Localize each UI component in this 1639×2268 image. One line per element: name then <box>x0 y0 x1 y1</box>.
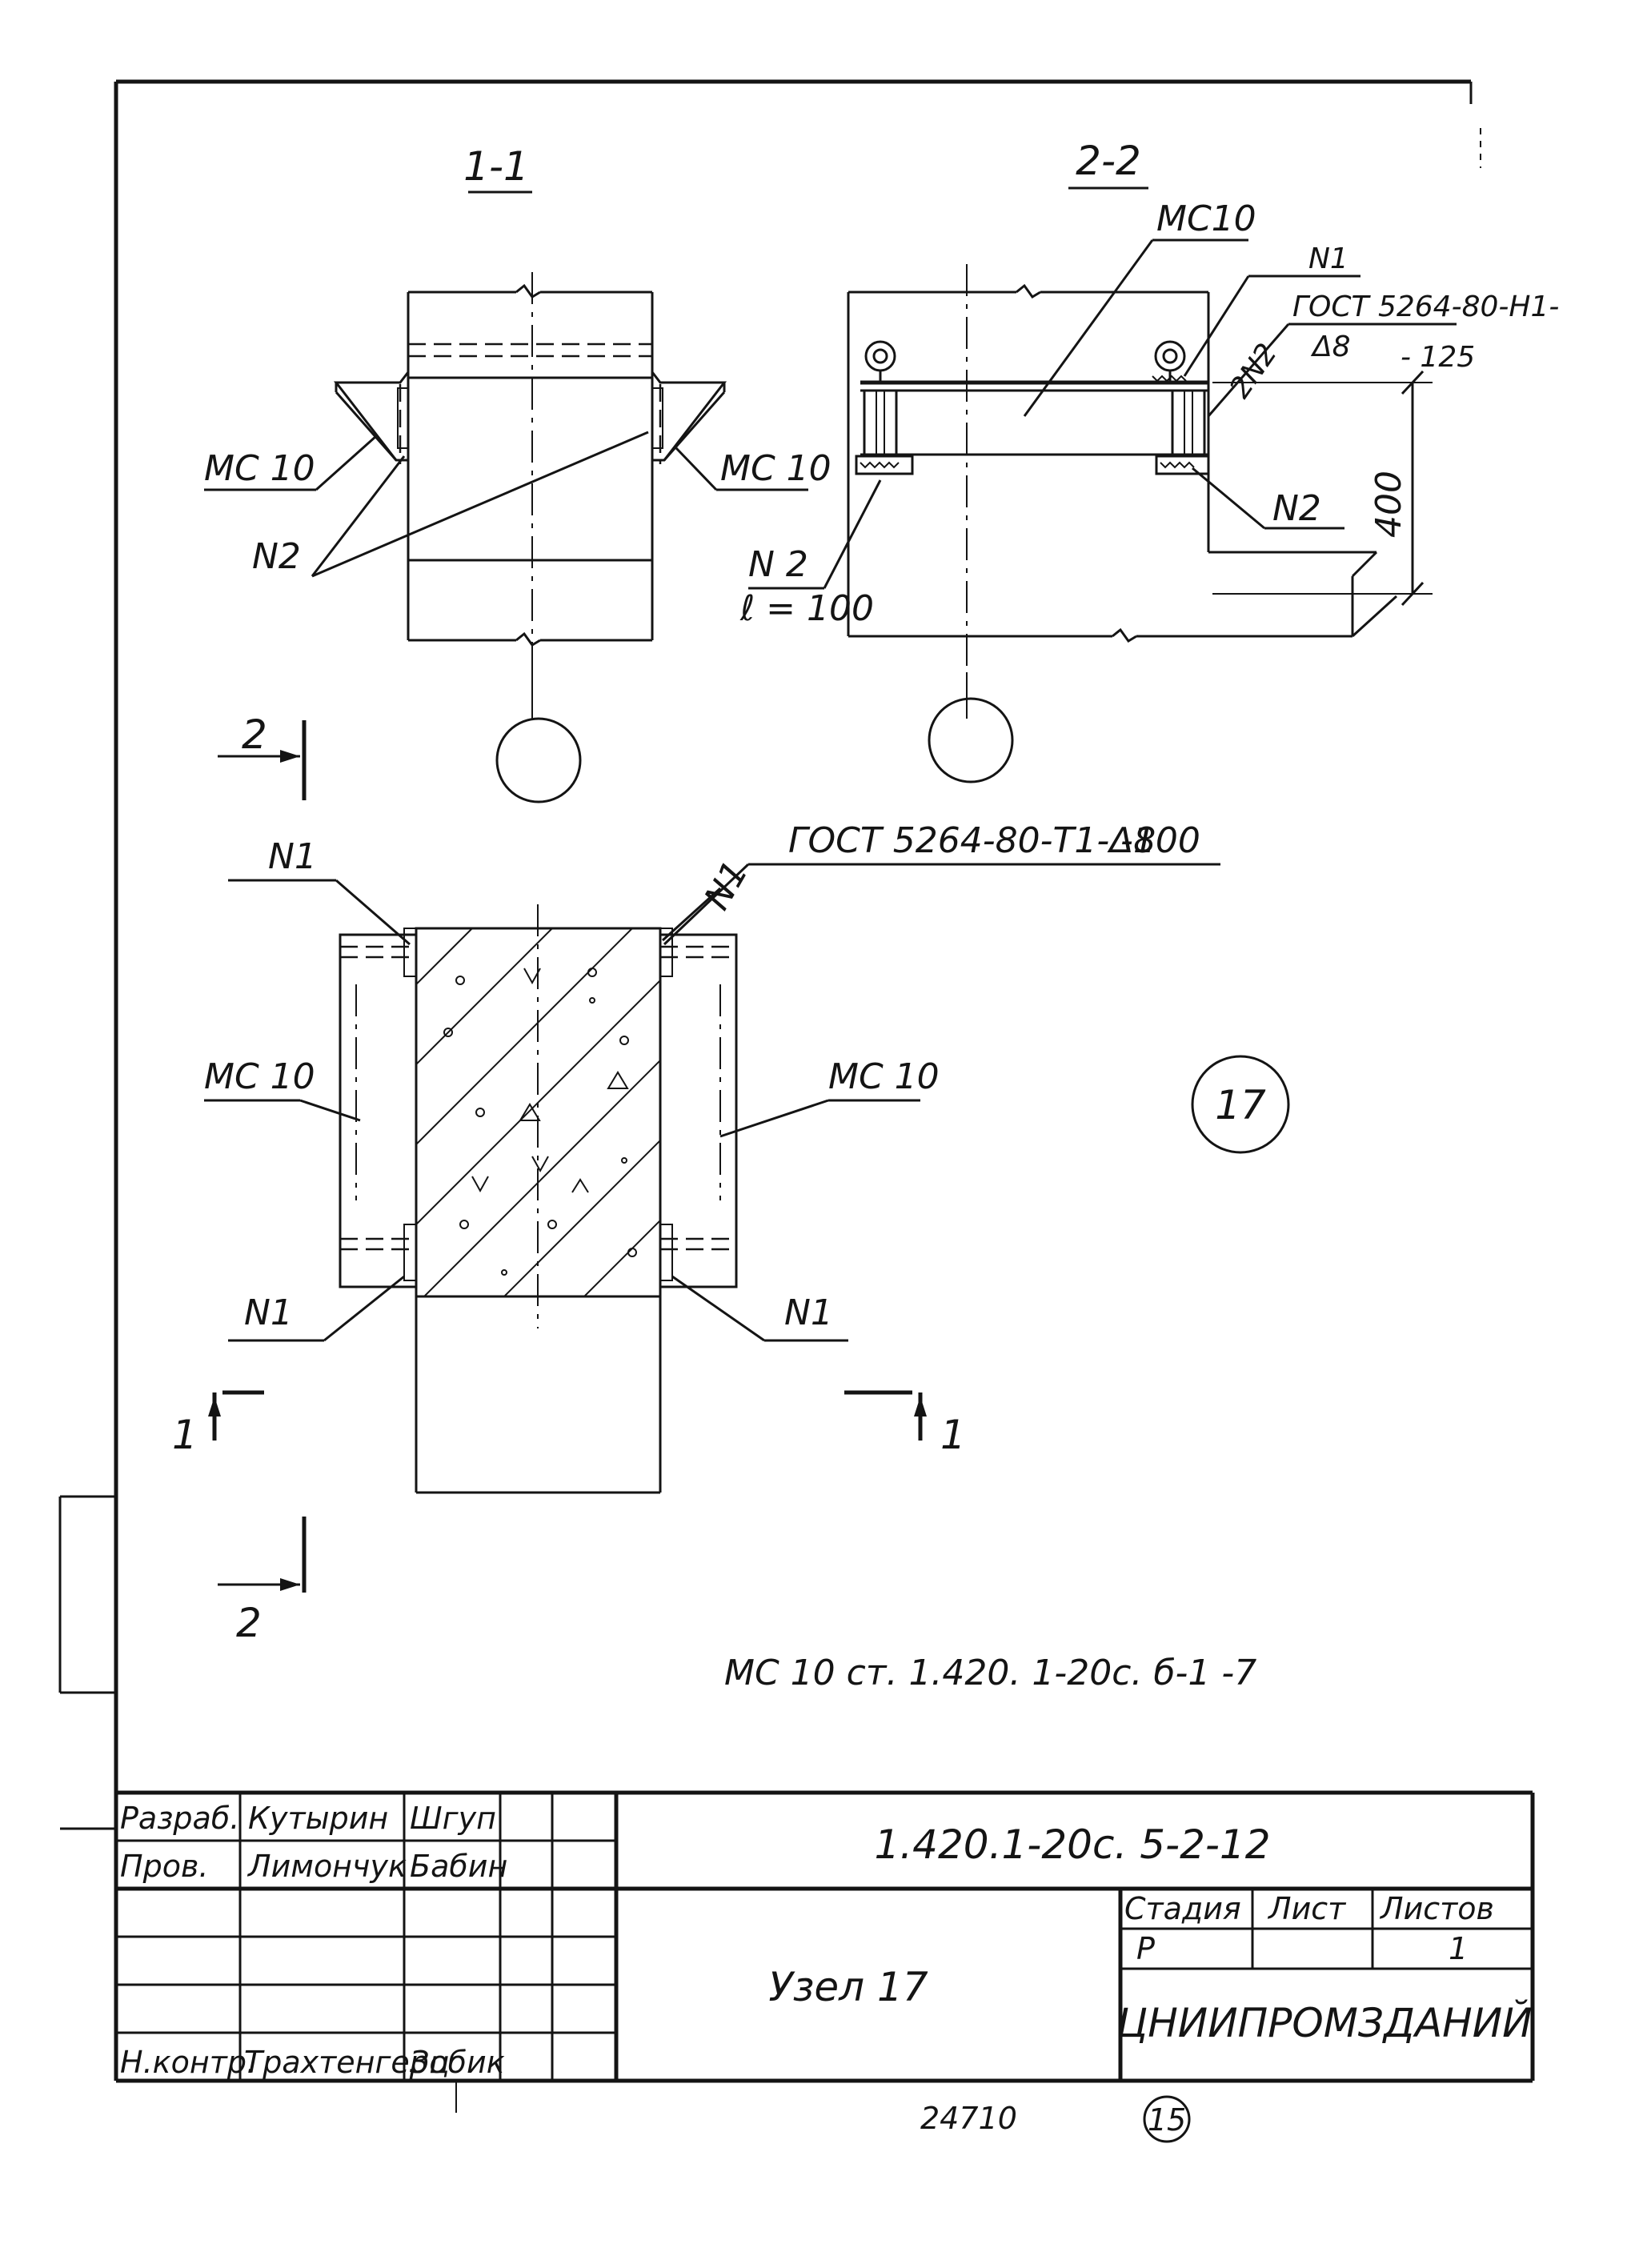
frame <box>58 79 1481 2081</box>
plan-n1-top-right: N1 <box>696 854 756 916</box>
section-1-1-right-profile: МС 10 <box>720 448 832 489</box>
tb-row6-name: Трахтенгерц <box>244 2045 450 2080</box>
section-1-1-part: N2 <box>252 536 301 577</box>
section-2-2-n2-len: ℓ = 100 <box>739 588 874 629</box>
section-2-2-n2-count: 2N2 <box>1224 338 1284 404</box>
section-2-2: 2-2 <box>739 138 1559 783</box>
section-2-2-gost-line2: Δ8 <box>1310 331 1351 363</box>
tb-row1-sign: Шгуп <box>410 1801 496 1836</box>
section-2-2-gost-line1: ГОСТ 5264-80-Н1- <box>1292 291 1559 323</box>
profile-note: МС 10 ст. 1.420. 1-20с. б-1 -7 <box>724 1653 1256 1693</box>
section-2-2-gost-len: - 125 <box>1401 341 1475 374</box>
plan-gost: ГОСТ 5264-80-Т1-Δ8 <box>788 820 1156 861</box>
tb-row1-name: Кутырин <box>248 1801 388 1836</box>
section-1-1-left-profile: МС 10 <box>204 448 315 489</box>
plan-ms-left: МС 10 <box>204 1056 315 1097</box>
tb-row6-role: Н.контр. <box>120 2045 256 2080</box>
tb-row6-sign: Зобик <box>410 2045 505 2080</box>
tb-sheet-title: Узел 17 <box>768 1964 928 2010</box>
plan-n1-bottom-left: N1 <box>244 1292 293 1333</box>
title-block: Разраб. Кутырин Шгуп Пров. Лимончук Баби… <box>116 1790 1535 2083</box>
tb-row1-role: Разраб. <box>120 1801 239 1836</box>
cut-1-left-label: 1 <box>172 1412 198 1458</box>
section-2-2-n2-right: N2 <box>1272 488 1321 529</box>
section-1-1-label: 1-1 <box>463 143 529 190</box>
section-2-2-label: 2-2 <box>1076 138 1141 184</box>
plan-ms-right: МС 10 <box>828 1056 940 1097</box>
tb-sheets-header: Листов <box>1379 1891 1494 1926</box>
section-2-2-n2-left: N 2 <box>748 544 808 585</box>
plan-gost-len: -100 <box>1120 820 1200 861</box>
tb-stage-value: Р <box>1136 1931 1155 1966</box>
tb-doc-code: 1.420.1-20с. 5-2-12 <box>874 1821 1270 1868</box>
section-2-2-dim: 400 <box>1369 471 1409 538</box>
cut-2-bottom-label: 2 <box>236 1600 262 1646</box>
plan-n1-bottom-right: N1 <box>784 1292 833 1333</box>
node-circle-label: 17 <box>1215 1082 1266 1128</box>
tb-row2-sign: Бабин <box>410 1849 507 1884</box>
tb-row2-name: Лимончук <box>246 1849 407 1884</box>
tb-row2-role: Пров. <box>120 1849 208 1884</box>
cut-1-right-label: 1 <box>940 1412 966 1458</box>
section-2-2-n1: N1 <box>1308 242 1348 275</box>
tb-sheet-header: Лист <box>1267 1891 1347 1926</box>
plan-view: 2 ГОСТ 5264-80-Т1-Δ8 -100 N1 N1 <box>172 711 1290 1646</box>
footer-page: 15 <box>1148 2102 1186 2138</box>
section-1-1: 1-1 МС 10 МС 10 N2 <box>204 143 832 803</box>
plan-n1-top-left: N1 <box>268 836 317 877</box>
tb-org: ЦНИИПРОМЗДАНИЙ <box>1116 1999 1532 2046</box>
cut-2-top-label: 2 <box>242 711 267 758</box>
tb-sheets-value: 1 <box>1449 1931 1468 1966</box>
tb-stage-header: Стадия <box>1124 1891 1241 1926</box>
footer-inv: 24710 <box>920 2101 1017 2136</box>
section-2-2-beam: МС10 <box>1156 198 1256 239</box>
